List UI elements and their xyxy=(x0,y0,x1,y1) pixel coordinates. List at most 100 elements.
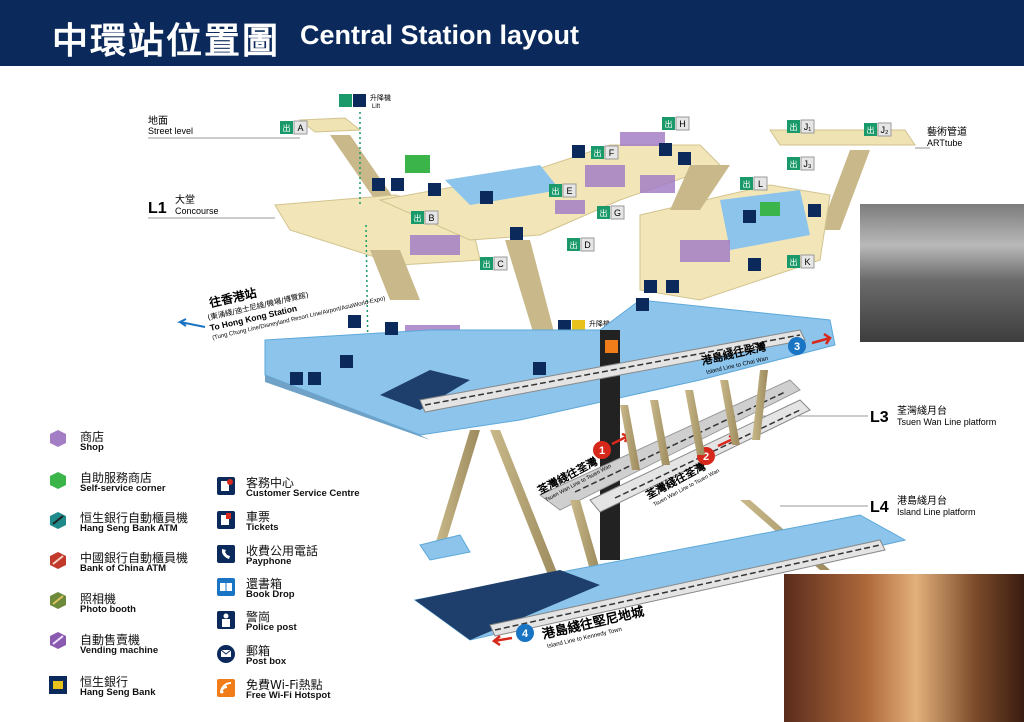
svg-text:G: G xyxy=(614,208,621,218)
hang-seng-atm-icon xyxy=(50,512,66,529)
l1-en: Concourse xyxy=(175,206,219,216)
street-level-en: Street level xyxy=(148,126,193,136)
police-post-icon xyxy=(428,183,441,196)
legend-wifi-en: Free Wi-Fi Hotspot xyxy=(246,690,331,701)
tickets-icon xyxy=(217,511,235,529)
legend-photo-booth-en: Photo booth xyxy=(80,604,136,615)
tickets-icon xyxy=(572,145,585,158)
svg-text:出: 出 xyxy=(552,186,560,196)
tickets-icon xyxy=(510,227,523,240)
book-drop-icon xyxy=(348,315,361,328)
svg-text:B: B xyxy=(428,213,434,223)
page-title-en: Central Station layout xyxy=(300,20,580,50)
payphone-icon xyxy=(533,362,546,375)
svg-text:出: 出 xyxy=(283,123,291,133)
exit-j3[interactable]: 出 J₃ xyxy=(787,156,815,171)
legend-hang-seng-bank-zh: 恒生銀行 xyxy=(80,675,129,689)
svg-text:出: 出 xyxy=(790,159,798,169)
shop-icon xyxy=(50,430,66,447)
svg-text:出: 出 xyxy=(600,208,608,218)
platform-3-badge xyxy=(788,337,806,355)
l4-zh: 港島綫月台 xyxy=(897,494,947,507)
l3-zh: 荃灣綫月台 xyxy=(897,404,947,417)
svg-text:J₃: J₃ xyxy=(803,159,812,169)
legend-hang-seng-bank-en: Hang Seng Bank xyxy=(80,687,156,698)
l1-code: L1 xyxy=(148,200,167,217)
svg-text:出: 出 xyxy=(483,259,491,269)
legend-payphone-en: Payphone xyxy=(246,556,292,567)
legend-wifi-zh: 免費Wi-Fi熱點 xyxy=(246,678,323,692)
customer-service-icon xyxy=(308,372,321,385)
platform-4-badge xyxy=(516,624,534,642)
payphone-icon xyxy=(808,204,821,217)
legend-tickets-zh: 車票 xyxy=(246,510,271,524)
svg-text:出: 出 xyxy=(790,122,798,132)
post-box-icon xyxy=(659,143,672,156)
l3-code: L3 xyxy=(870,409,889,426)
svg-text:出: 出 xyxy=(743,179,751,189)
platform-photo-island-line xyxy=(784,574,1024,722)
legend-book-drop-en: Book Drop xyxy=(246,589,295,600)
legend-self-service-en: Self-service corner xyxy=(80,483,166,494)
legend-vending-en: Vending machine xyxy=(80,645,159,656)
legend-photo-booth-zh: 照相機 xyxy=(80,592,117,606)
svg-text:A: A xyxy=(297,123,303,133)
platform-1-badge xyxy=(593,441,611,459)
l4-code: L4 xyxy=(870,499,889,516)
payphone-icon xyxy=(217,545,235,563)
legend-shop-en: Shop xyxy=(80,442,104,453)
svg-text:出: 出 xyxy=(665,119,673,129)
customer-service-icon xyxy=(391,178,404,191)
tickets-icon xyxy=(748,258,761,271)
vending-machine-icon xyxy=(50,632,66,649)
self-service-icon xyxy=(50,472,66,489)
svg-text:L: L xyxy=(758,179,763,189)
legend-vending-zh: 自動售賣機 xyxy=(80,633,141,647)
exit-j2[interactable]: 出 J₂ xyxy=(864,122,892,137)
legend-tickets-en: Tickets xyxy=(246,522,279,533)
legend-payphone-zh: 收費公用電話 xyxy=(246,544,319,558)
svg-text:D: D xyxy=(584,240,591,250)
svg-text:升降機: 升降機 xyxy=(589,319,610,328)
legend-boc-atm-zh: 中國銀行自動櫃員機 xyxy=(80,551,189,565)
svg-text:出: 出 xyxy=(570,240,578,250)
svg-text:1: 1 xyxy=(599,445,605,457)
svg-text:出: 出 xyxy=(867,125,875,135)
to-hong-kong-station: 往香港站 (東涌綫/迪士尼綫/機場/博覽館) To Hong Kong Stat… xyxy=(206,285,386,342)
hang-seng-bank-icon xyxy=(480,191,493,204)
svg-text:J₂: J₂ xyxy=(881,125,890,135)
legend-post-box-zh: 郵箱 xyxy=(246,644,271,658)
tickets-icon xyxy=(743,210,756,223)
legend-hang-seng-atm-en: Hang Seng Bank ATM xyxy=(80,523,178,534)
legend-post-box-en: Post box xyxy=(246,656,287,667)
book-drop-icon xyxy=(217,578,235,596)
platform-photo-tsuen-wan xyxy=(860,204,1024,342)
l4-en: Island Line platform xyxy=(897,507,976,517)
artube-en: ARTtube xyxy=(927,138,962,148)
customer-service-icon xyxy=(217,477,235,495)
svg-text:升降機: 升降機 xyxy=(370,93,391,102)
hang-seng-bank-icon xyxy=(49,676,67,694)
svg-text:E: E xyxy=(566,186,572,196)
legend-hang-seng-atm-zh: 恒生銀行自動櫃員機 xyxy=(80,511,189,525)
book-drop-icon xyxy=(666,280,679,293)
photo-booth-icon xyxy=(50,592,66,609)
header-bar: 中環站位置圖 Central Station layout xyxy=(0,0,1024,66)
svg-text:出: 出 xyxy=(790,257,798,267)
svg-text:H: H xyxy=(679,119,686,129)
street-level-zh: 地面 xyxy=(148,114,168,127)
payphone-icon xyxy=(290,372,303,385)
legend-shop-zh: 商店 xyxy=(80,430,105,444)
svg-text:K: K xyxy=(804,257,810,267)
